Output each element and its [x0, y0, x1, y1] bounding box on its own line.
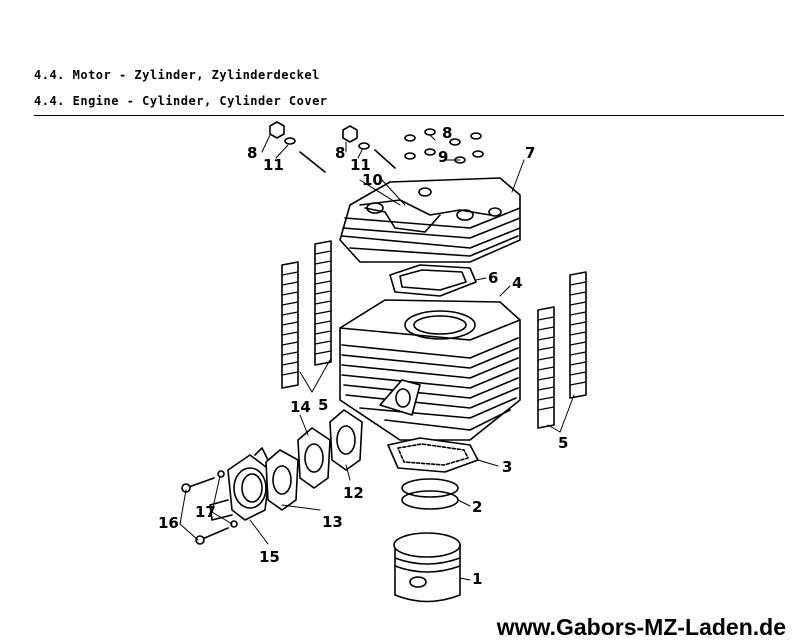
callout-6: 6: [488, 269, 498, 287]
callout-numbers: 1 2 3 4 5 5 6 7 8 8 8 9 10 11 11 12 13 1…: [158, 124, 568, 588]
callout-12: 12: [343, 484, 364, 502]
callout-17: 17: [195, 503, 216, 521]
page-title-german: 4.4. Motor - Zylinder, Zylinderdeckel: [34, 68, 320, 82]
piston-rings: [401, 478, 459, 510]
callout-1: 1: [472, 570, 482, 588]
head-gasket: [389, 264, 477, 297]
intake-manifold: [209, 447, 271, 521]
callout-5a: 5: [318, 396, 328, 414]
callout-10: 10: [362, 171, 383, 189]
header-divider: [34, 115, 784, 116]
manifold-bolts: [181, 470, 238, 545]
callout-8b: 8: [335, 144, 345, 162]
callout-7: 7: [525, 144, 535, 162]
callout-4: 4: [512, 274, 522, 292]
intake-gaskets: [265, 409, 363, 511]
callout-3: 3: [502, 458, 512, 476]
callout-9: 9: [438, 148, 448, 166]
callout-15: 15: [259, 548, 280, 566]
cylinder-head: [339, 177, 521, 263]
cylinder: [339, 299, 521, 441]
base-gasket: [387, 437, 479, 473]
callout-8c: 8: [442, 124, 452, 142]
fin-rubbers: [281, 240, 587, 429]
callout-2: 2: [472, 498, 482, 516]
piston: [393, 532, 461, 603]
callout-13: 13: [322, 513, 343, 531]
callout-11a: 11: [263, 156, 284, 174]
page-title-english: 4.4. Engine - Cylinder, Cylinder Cover: [34, 94, 328, 108]
callout-16: 16: [158, 514, 179, 532]
callout-11b: 11: [350, 156, 371, 174]
callout-5b: 5: [558, 434, 568, 452]
website-url: www.Gabors-MZ-Laden.de: [496, 614, 786, 640]
callout-14: 14: [290, 398, 311, 416]
leader-lines: [179, 134, 575, 581]
callout-8a: 8: [247, 144, 257, 162]
